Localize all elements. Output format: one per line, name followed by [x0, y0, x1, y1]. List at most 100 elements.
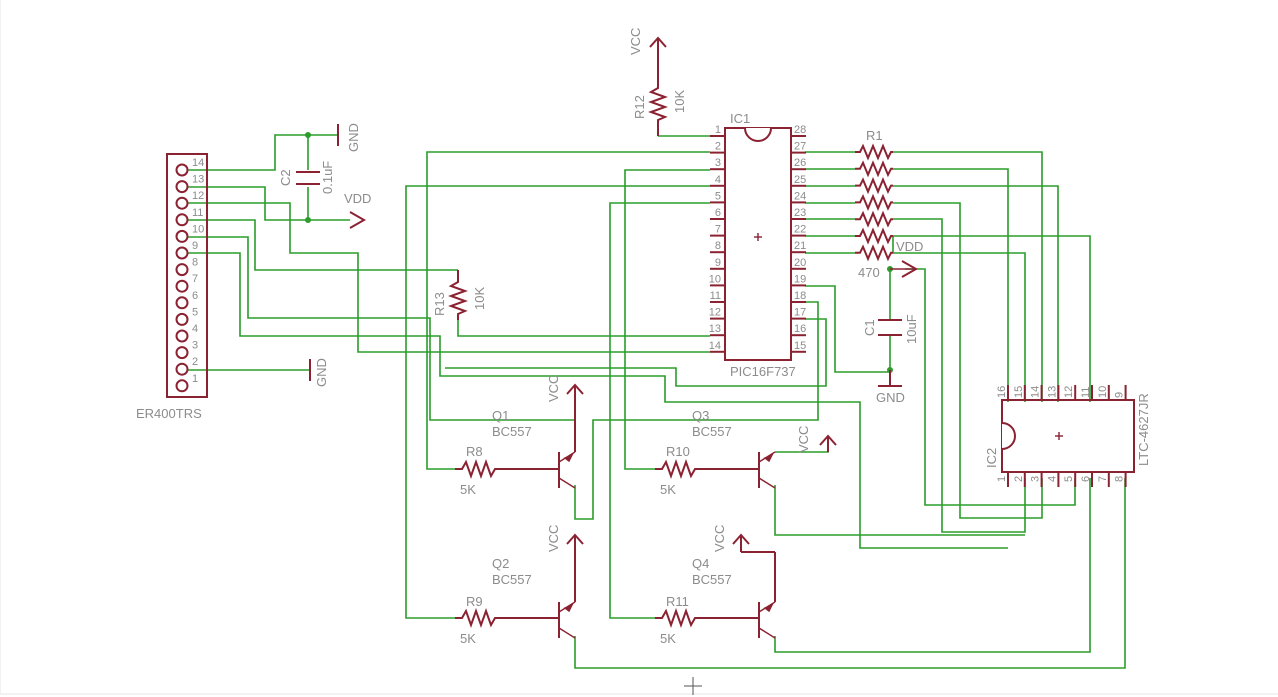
ic1-pin-number: 10	[709, 273, 721, 285]
ic2-pin-number: 3	[1030, 476, 1042, 482]
er400-pin-number: 5	[192, 306, 198, 318]
c2-value: 0.1uF	[320, 161, 335, 194]
svg-text:VCC: VCC	[796, 426, 811, 453]
ic2-pin-number: 1	[996, 476, 1008, 482]
ic1-pin-number: 21	[794, 240, 806, 252]
ic2-pin-number: 14	[1030, 386, 1042, 398]
r1-element	[855, 143, 893, 161]
ic1-pin-number: 3	[715, 157, 721, 169]
ic1-pin-number: 1	[715, 124, 721, 136]
r8-value: 5K	[460, 482, 476, 497]
ic1-label: IC1	[730, 111, 750, 126]
er400-pin-number: 14	[192, 157, 204, 169]
q2-label: Q2	[492, 556, 509, 571]
r1-element	[855, 227, 893, 245]
vcc-symbol-q4: VCC	[712, 525, 776, 602]
resistor-r11[interactable]: R11 5K	[655, 594, 759, 646]
vdd-symbol-c2: VDD	[344, 191, 371, 229]
ic1-pin-number: 8	[715, 240, 721, 252]
svg-text:VCC: VCC	[712, 525, 727, 552]
resistor-r8[interactable]: R8 5K	[455, 444, 559, 497]
ic1-pin-number: 11	[710, 290, 721, 302]
ic1-pin-number: 7	[715, 224, 721, 236]
r1-element	[855, 210, 893, 228]
ic1-pin-number: 14	[709, 340, 721, 352]
er400-pad	[175, 329, 189, 343]
er400-pin-number: 7	[192, 273, 198, 285]
transistor-q4[interactable]: Q4 BC557	[692, 556, 776, 639]
ic1-pin-number: 18	[794, 290, 806, 302]
svg-text:VCC: VCC	[546, 375, 561, 402]
r1-value: 470	[858, 265, 880, 280]
er400-pad	[175, 379, 189, 393]
vcc-symbol-q1: VCC	[546, 375, 584, 452]
resistor-r13[interactable]: R13 10K	[432, 270, 487, 320]
ic1-pin-number: 19	[794, 273, 806, 285]
er400-pin-number: 13	[192, 174, 204, 186]
transistor-q2[interactable]: Q2 BC557	[492, 556, 576, 639]
er400-pad	[175, 296, 189, 310]
r12-label: R12	[632, 95, 647, 119]
er400-pad	[175, 229, 189, 243]
ic1-pic16f737[interactable]: 1234567891011121314282726252423222120191…	[709, 111, 807, 379]
ic2-pin-number: 11	[1080, 387, 1092, 398]
r10-value: 5K	[660, 482, 676, 497]
c2-label: C2	[278, 169, 293, 186]
er400-pad	[175, 346, 189, 360]
svg-text:GND: GND	[346, 123, 361, 152]
gnd-symbol-header: GND	[309, 358, 329, 387]
er400-pin-number: 8	[192, 257, 198, 269]
er400-pad	[175, 213, 189, 227]
r1-element	[855, 160, 893, 178]
resistor-network-r1[interactable]: R1 470	[855, 128, 893, 280]
resistor-r9[interactable]: R9 5K	[455, 594, 559, 646]
er400-pad	[175, 246, 189, 260]
ic2-label: IC2	[984, 448, 999, 468]
r12-value: 10K	[672, 90, 687, 113]
er400trs-label: ER400TRS	[136, 406, 202, 421]
r1-label: R1	[866, 128, 883, 143]
ic2-value: LTC-4627JR	[1136, 393, 1151, 466]
q2-value: BC557	[492, 572, 532, 587]
resistor-r10[interactable]: R10 5K	[655, 444, 759, 497]
ic1-value: PIC16F737	[730, 364, 796, 379]
q1-value: BC557	[492, 424, 532, 439]
vcc-symbol-r12: VCC	[628, 28, 667, 82]
capacitor-c1[interactable]: C1 10uF	[862, 314, 919, 344]
resistor-r12[interactable]: R12 10K	[632, 82, 687, 136]
er400-pad	[175, 279, 189, 293]
ic2-pin-number: 13	[1046, 386, 1058, 398]
ic2-pin-number: 15	[1013, 386, 1025, 398]
svg-text:VDD: VDD	[896, 239, 923, 254]
r13-label: R13	[432, 292, 447, 316]
r9-value: 5K	[460, 631, 476, 646]
ic2-pin-number: 9	[1114, 392, 1126, 398]
vdd-symbol-ic1: VDD	[890, 239, 923, 278]
ic1-pin-number: 5	[715, 190, 721, 202]
ic2-pin-number: 4	[1046, 476, 1058, 482]
ic1-pin-number: 12	[709, 307, 721, 319]
ic2-pin-number: 5	[1063, 476, 1075, 482]
er400-pad	[175, 362, 189, 376]
vcc-symbol-q2: VCC	[546, 525, 584, 602]
q3-value: BC557	[692, 424, 732, 439]
svg-text:GND: GND	[314, 358, 329, 387]
ic1-pin-number: 22	[794, 224, 806, 236]
ic1-pin-number: 23	[794, 207, 806, 219]
ic1-pin-number: 24	[794, 190, 806, 202]
ic1-pin-number: 6	[715, 207, 721, 219]
capacitor-c2[interactable]: C2 0.1uF	[278, 161, 335, 194]
ic2-pin-number: 7	[1097, 476, 1109, 482]
er400-pad	[175, 263, 189, 277]
ic1-pin-number: 28	[794, 124, 806, 136]
er400-pad	[175, 163, 189, 177]
ic1-pin-number: 20	[794, 257, 806, 269]
r11-label: R11	[666, 594, 689, 609]
transistor-q1[interactable]: Q1 BC557	[492, 408, 576, 489]
er400-pin-number: 3	[192, 340, 198, 352]
q1-label: Q1	[492, 408, 509, 423]
svg-text:VCC: VCC	[628, 28, 643, 55]
